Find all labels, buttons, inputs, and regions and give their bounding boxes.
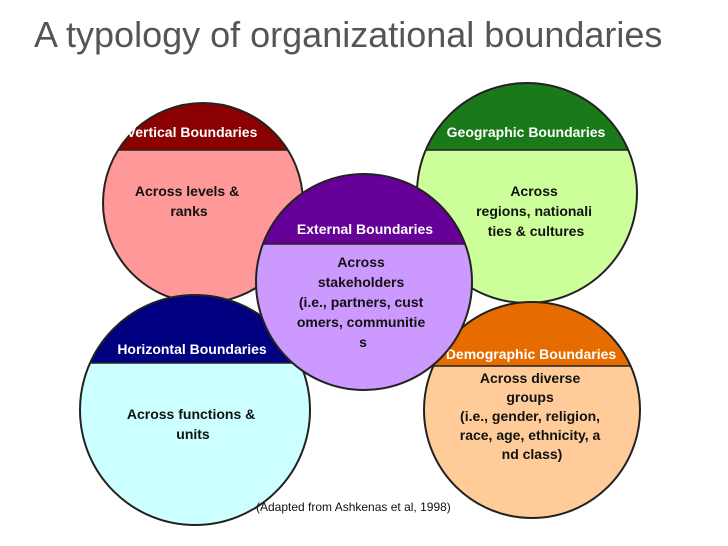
demographic-body-line: nd class) <box>502 446 563 462</box>
citation-text: (Adapted from Ashkenas et al, 1998) <box>256 500 451 514</box>
geographic-body-line: regions, nationali <box>476 203 592 219</box>
svg-text:Across functions & units: Across functions & units <box>127 406 259 442</box>
horizontal-body-line: units <box>176 426 210 442</box>
slide-title: A typology of organizational boundaries <box>34 14 663 55</box>
external-boundaries-circle: External Boundaries Across stakeholders … <box>255 173 473 391</box>
external-body-line: stakeholders <box>318 274 405 290</box>
horizontal-boundaries-header: Horizontal Boundaries <box>117 341 267 357</box>
geographic-body-line: Across <box>510 183 558 199</box>
external-body-line: Across <box>337 254 385 270</box>
svg-text:Across stakeholders: Across stakeholders (i.e., partners, cus… <box>297 254 429 350</box>
vertical-body-line: ranks <box>170 203 208 219</box>
demographic-body-line: groups <box>506 389 554 405</box>
demographic-boundaries-header: Demographic Boundaries <box>446 346 617 362</box>
demographic-body-line: Across diverse <box>480 370 581 386</box>
demographic-body-line: race, age, ethnicity, a <box>460 427 601 443</box>
external-boundaries-header: External Boundaries <box>297 221 433 237</box>
vertical-body-line: Across levels & <box>135 183 239 199</box>
horizontal-body-line: Across functions & <box>127 406 255 422</box>
svg-text:Across diverse groups: Across diverse groups (i.e., gender, rel… <box>460 370 604 462</box>
demographic-body-line: (i.e., gender, religion, <box>460 408 600 424</box>
svg-text:Across levels & ranks: Across levels & ranks <box>135 183 243 219</box>
demographic-boundaries-circle: Demographic Boundaries Across diverse gr… <box>423 301 641 519</box>
svg-text:Across regions, national: Across regions, nationali ties & culture… <box>476 183 596 239</box>
geographic-body-line: ties & cultures <box>488 223 585 239</box>
external-body-line: (i.e., partners, cust <box>299 294 424 310</box>
vertical-boundaries-header: Vertical Boundaries <box>127 124 258 140</box>
external-body-line: s <box>359 334 367 350</box>
external-body-line: omers, communitie <box>297 314 426 330</box>
geographic-boundaries-header: Geographic Boundaries <box>447 124 606 140</box>
